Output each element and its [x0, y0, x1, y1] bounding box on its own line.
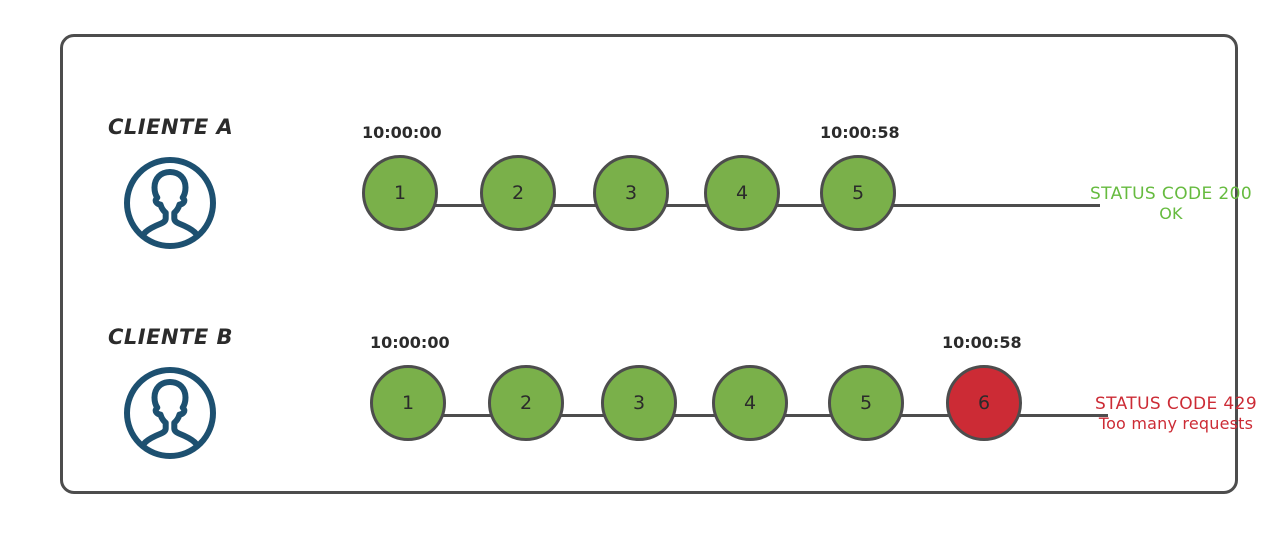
- client-b-label: CLIENTE B: [108, 325, 234, 349]
- rate-limit-diagram-panel: CLIENTE A 10:00:00 10:00:58: [60, 34, 1257, 494]
- client-row-a: CLIENTE A 10:00:00 10:00:58: [63, 85, 1252, 295]
- request-node[interactable]: 2: [488, 365, 564, 441]
- status-badge-b: STATUS CODE 429 Too many requests: [1076, 394, 1276, 433]
- request-node[interactable]: 4: [704, 155, 780, 231]
- request-node[interactable]: 5: [828, 365, 904, 441]
- status-badge-a: STATUS CODE 200 OK: [1076, 184, 1266, 223]
- status-code-line: STATUS CODE 200: [1089, 184, 1253, 204]
- request-node[interactable]: 3: [593, 155, 669, 231]
- request-node-blocked[interactable]: 6: [946, 365, 1022, 441]
- user-avatar-icon: [120, 363, 220, 463]
- request-track-a: 1 2 3 4 5: [362, 155, 1100, 255]
- timestamp-start-b: 10:00:00: [370, 333, 450, 352]
- request-node[interactable]: 2: [480, 155, 556, 231]
- status-code-line: STATUS CODE 429: [1094, 394, 1258, 414]
- timestamp-start-a: 10:00:00: [362, 123, 442, 142]
- timestamp-end-b: 10:00:58: [942, 333, 1022, 352]
- request-node[interactable]: 4: [712, 365, 788, 441]
- status-text-line: OK: [1159, 203, 1183, 223]
- request-node[interactable]: 1: [362, 155, 438, 231]
- client-a-label: CLIENTE A: [108, 115, 234, 139]
- timeline-a: 10:00:00 10:00:58 1 2 3 4 5 STATUS CODE …: [306, 85, 1252, 295]
- timeline-b: 10:00:00 10:00:58 1 2 3 4 5 6 STATUS COD…: [306, 295, 1257, 505]
- user-avatar-icon: [120, 153, 220, 253]
- request-node[interactable]: 5: [820, 155, 896, 231]
- client-row-b: CLIENTE B 10:00:00 10:00:58: [63, 295, 1257, 505]
- status-text-line: Too many requests: [1098, 413, 1254, 433]
- timestamp-end-a: 10:00:58: [820, 123, 900, 142]
- request-node[interactable]: 3: [601, 365, 677, 441]
- request-node[interactable]: 1: [370, 365, 446, 441]
- request-track-b: 1 2 3 4 5 6: [370, 365, 1108, 465]
